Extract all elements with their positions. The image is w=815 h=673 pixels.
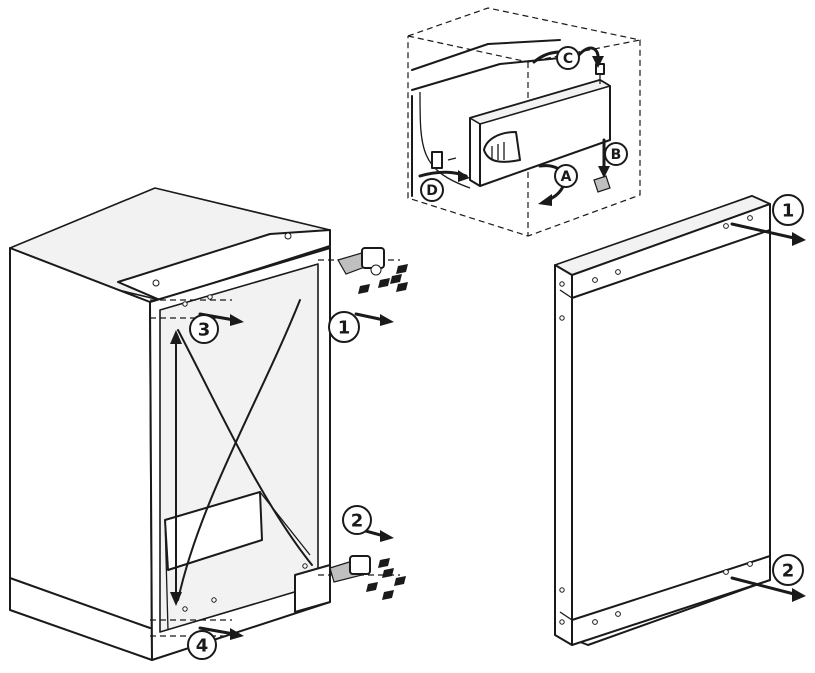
door-hole: [559, 619, 565, 625]
callout-detail-d: D: [420, 178, 444, 202]
plate-hole: [152, 279, 160, 287]
svg-text:C: C: [563, 51, 573, 67]
door-hole: [559, 315, 565, 321]
svg-text:1: 1: [338, 318, 351, 339]
door-hole: [747, 215, 753, 221]
screw: [396, 282, 408, 292]
inset-catch: [431, 151, 443, 169]
door-hole: [723, 223, 729, 229]
door-hole: [615, 269, 621, 275]
detail-inset: [407, 7, 641, 237]
svg-text:A: A: [561, 169, 572, 185]
callout-detail-c: C: [556, 46, 580, 70]
frame-hole: [302, 563, 308, 569]
lower-hinge: [329, 555, 406, 600]
screw: [382, 590, 394, 600]
svg-text:3: 3: [198, 320, 211, 341]
screw: [358, 284, 370, 294]
cabinet-side: [9, 247, 153, 661]
screw: [378, 278, 390, 288]
cabinet-right-support: [294, 564, 331, 613]
door-bottom-strip: [571, 555, 771, 621]
cabinet-inner-shelf: [164, 491, 263, 571]
cabinet-top-plate: [117, 229, 331, 301]
svg-text:B: B: [611, 147, 622, 163]
screw: [382, 568, 394, 578]
svg-text:2: 2: [351, 511, 364, 532]
shelf-edge: [164, 519, 169, 631]
screw: [394, 576, 406, 586]
door-hole: [615, 611, 621, 617]
screw: [396, 264, 408, 274]
door-hole: [559, 587, 565, 593]
door-hole: [747, 561, 753, 567]
cabinet-arrows: [198, 312, 394, 640]
svg-text:D: D: [426, 183, 438, 199]
screw: [366, 582, 378, 592]
door-panel: [554, 195, 771, 646]
door-top-strip: [571, 229, 771, 299]
arrow-head: [170, 592, 182, 606]
inset-drawer-front: [469, 79, 611, 187]
screw: [378, 558, 390, 568]
plate-hole: [284, 232, 292, 240]
frame-hole: [182, 301, 188, 307]
frame-hole: [182, 606, 188, 612]
svg-text:1: 1: [782, 201, 795, 222]
door-hole: [723, 569, 729, 575]
callout-cabinet-4: 4: [187, 630, 217, 660]
cabinet: [9, 187, 331, 661]
cabinet-crossing-curve: [177, 299, 301, 601]
frame-hole: [207, 294, 213, 300]
svg-text:2: 2: [782, 561, 795, 582]
door-main-face: [571, 203, 771, 646]
frame-hole: [211, 597, 217, 603]
callout-cabinet-2: 2: [342, 505, 372, 535]
screw: [390, 274, 402, 284]
inset-handle: [483, 131, 521, 163]
callout-door-1: 1: [772, 194, 804, 226]
cabinet-crossing-curve: [177, 329, 313, 566]
upper-hinge: [337, 247, 408, 294]
callout-detail-b: B: [604, 142, 628, 166]
callout-door-2: 2: [772, 554, 804, 586]
arrow-head: [170, 330, 182, 344]
callout-cabinet-1: 1: [328, 311, 360, 343]
cabinet-plinth-line: [9, 577, 151, 629]
callout-cabinet-3: 3: [189, 314, 219, 344]
callout-detail-a: A: [554, 164, 578, 188]
inset-bracket: [593, 175, 611, 193]
door-arrows: [730, 222, 806, 602]
door-hole: [592, 277, 598, 283]
door-hole: [559, 281, 565, 287]
svg-text:4: 4: [196, 636, 209, 657]
door-hole: [592, 619, 598, 625]
